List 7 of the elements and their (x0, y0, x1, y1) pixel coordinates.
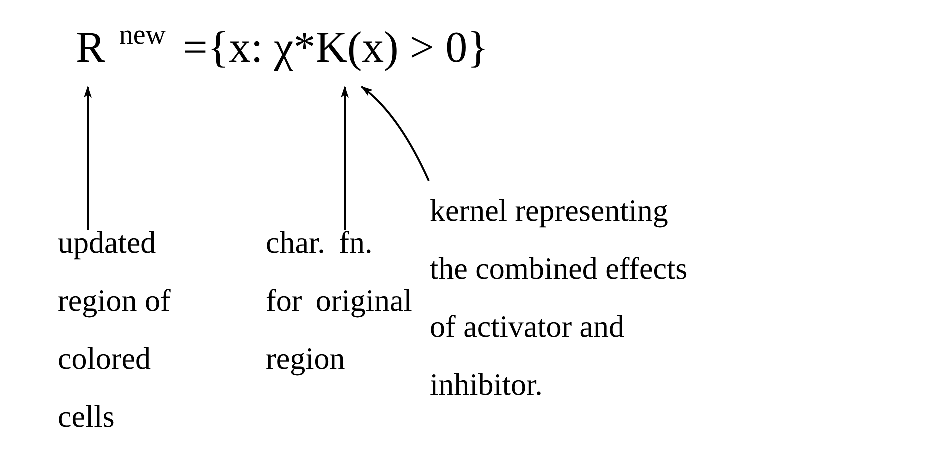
leader-arrow (84, 86, 92, 230)
formula: R$^{new}$ ={x: χ*K(x) > 0} (76, 8, 489, 88)
annotation-text: updated region of colored cells (58, 214, 208, 446)
leader-arrow (341, 86, 349, 230)
annotation-text: kernel representing the combined effects of activator and inhibitor. (430, 182, 710, 414)
annotation-text: char. fn. for original region (266, 214, 416, 388)
leader-arrow (361, 86, 430, 182)
